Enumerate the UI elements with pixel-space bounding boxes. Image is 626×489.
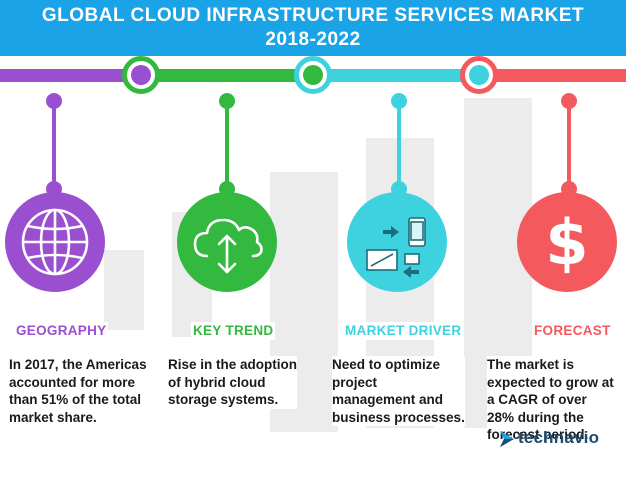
cloud-sync-icon [193, 218, 263, 274]
timeline-node-2 [294, 56, 332, 94]
timeline-segment-geography [0, 69, 142, 82]
desc-line: business processes. [332, 409, 465, 425]
desc-line: In 2017, the Americas [9, 357, 147, 372]
technavio-logo-icon [500, 431, 514, 447]
desc-line: Rise in the adoption [168, 357, 298, 372]
label-geography: GEOGRAPHY [14, 322, 109, 340]
forecast-circle: $ [517, 192, 617, 292]
timeline-node-1 [122, 56, 160, 94]
stem-geography [52, 105, 56, 183]
brand-name: technavio [518, 428, 600, 447]
desc-geography: In 2017, the Americas accounted for more… [9, 356, 147, 426]
page-subtitle-years: 2018-2022 [265, 29, 361, 50]
desc-line: The market is [487, 357, 575, 372]
desc-line: management and [332, 392, 444, 407]
stem-market-driver [397, 105, 401, 183]
desc-line: project [332, 374, 378, 390]
desc-line: 28% during the [487, 409, 584, 425]
page-title: GLOBAL CLOUD INFRASTRUCTURE SERVICES MAR… [41, 5, 585, 26]
desc-line: a CAGR of over [487, 392, 587, 407]
desc-line: of hybrid cloud [168, 374, 266, 390]
devices-transfer-icon [366, 217, 426, 278]
dollar-icon: $ [545, 206, 588, 279]
desc-line: storage systems. [168, 392, 279, 407]
globe-icon [21, 208, 89, 276]
label-market-driver: MARKET DRIVER [343, 322, 464, 340]
timeline-segment-market-driver [312, 69, 478, 82]
desc-key-trend: Rise in the adoption of hybrid cloud sto… [168, 356, 298, 409]
geography-circle [5, 192, 105, 292]
header-banner: GLOBAL CLOUD INFRASTRUCTURE SERVICES MAR… [0, 0, 626, 56]
market-driver-circle [347, 192, 447, 292]
key-trend-circle [177, 192, 277, 292]
desc-line: market share. [9, 409, 97, 425]
label-key-trend: KEY TREND [191, 322, 276, 340]
stem-top-dot-key-trend [219, 93, 235, 109]
desc-line: accounted for more [9, 374, 136, 390]
svg-text:$: $ [545, 206, 588, 279]
timeline-segment-forecast [478, 69, 626, 82]
desc-forecast: The market is expected to grow at a CAGR… [487, 356, 614, 444]
desc-line: than 51% of the total [9, 392, 142, 407]
stem-forecast [567, 105, 571, 183]
timeline-node-3 [460, 56, 498, 94]
background-bar-1 [104, 250, 144, 330]
label-forecast: FORECAST [532, 322, 613, 340]
timeline-segment-key-trend [142, 69, 312, 82]
stem-key-trend [225, 105, 229, 183]
desc-line: expected to grow at [487, 374, 614, 390]
stem-top-dot-market-driver [391, 93, 407, 109]
desc-market-driver: Need to optimize project management and … [332, 356, 465, 426]
stem-top-dot-forecast [561, 93, 577, 109]
stem-top-dot-geography [46, 93, 62, 109]
desc-line: Need to optimize [332, 357, 441, 372]
